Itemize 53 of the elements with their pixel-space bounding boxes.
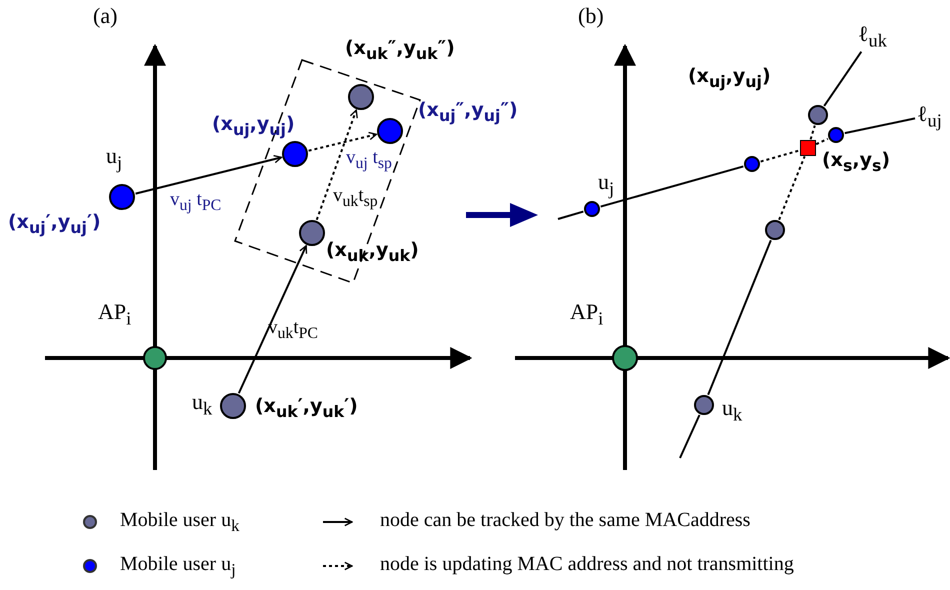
legend-label: Mobile user u$_{k}$ xyxy=(120,509,240,536)
legend-label: Mobile user u$_{j}$ xyxy=(120,553,236,580)
arrow xyxy=(135,154,282,195)
edge-label: v$_{uj}$ t$_{PC}$ xyxy=(170,190,222,214)
user-label: u$_{j}$ xyxy=(598,170,614,199)
user-dot xyxy=(828,127,844,143)
user-dot xyxy=(282,141,308,167)
connector xyxy=(778,156,806,220)
user-dot xyxy=(744,156,760,172)
access-point-dot xyxy=(612,345,638,371)
user-dot xyxy=(584,201,600,217)
user-dot xyxy=(348,84,374,110)
user-dot xyxy=(220,393,246,419)
access-point-label: AP$_{i}$ xyxy=(570,300,604,329)
coordinate-label: (x$_{uk}$″,y$_{uk}$″) xyxy=(345,38,455,62)
connector xyxy=(760,150,800,162)
edge-label: v$_{uk}$t$_{sp}$ xyxy=(333,186,378,210)
coordinate-label: (x$_{uk}$′,y$_{uk}$′) xyxy=(255,396,358,420)
connector xyxy=(844,117,916,134)
coordinate-label: (x$_{uj}$,y$_{uj}$) xyxy=(688,66,771,90)
user-dot xyxy=(694,395,714,415)
edge-label: v$_{uj}$ t$_{sp}$ xyxy=(346,148,392,172)
connector xyxy=(707,240,772,396)
intersection-marker xyxy=(800,140,816,156)
legend-label: node is updating MAC address and not transmitting xyxy=(380,553,794,575)
connector xyxy=(600,165,744,208)
legend-label: node can be tracked by the same MACaddress xyxy=(380,509,750,531)
connector xyxy=(816,138,828,146)
access-point-label: AP$_{i}$ xyxy=(98,300,132,329)
user-label: u$_{j}$ xyxy=(106,144,122,173)
connector xyxy=(810,125,816,140)
coordinate-label: (x$_{uj}$′,y$_{uj}$′) xyxy=(8,212,101,236)
user-dot xyxy=(109,184,135,210)
panel-label: (b) xyxy=(578,4,604,28)
line-label: ℓ$_{uj}$ xyxy=(917,102,942,131)
arrow xyxy=(308,132,378,152)
user-label: u$_{k}$ xyxy=(192,390,212,419)
user-dot xyxy=(377,118,403,144)
line-label: ℓ$_{uk}$ xyxy=(858,22,887,51)
connector xyxy=(823,51,862,106)
coordinate-label: (x$_{uj}$″,y$_{uj}$″) xyxy=(418,100,518,124)
coordinate-label: (x$_{uj}$,y$_{uj}$) xyxy=(212,114,295,138)
access-point-dot xyxy=(143,346,167,370)
user-label: u$_{k}$ xyxy=(722,396,742,425)
panel-label: (a) xyxy=(93,4,118,28)
user-dot xyxy=(765,220,785,240)
arrow xyxy=(316,110,358,220)
arrow xyxy=(238,245,308,394)
coordinate-label: (x$_{s}$,y$_{s}$) xyxy=(822,150,890,174)
user-dot xyxy=(808,105,828,125)
connector xyxy=(679,414,700,458)
connector xyxy=(558,210,584,220)
user-dot xyxy=(299,220,325,246)
